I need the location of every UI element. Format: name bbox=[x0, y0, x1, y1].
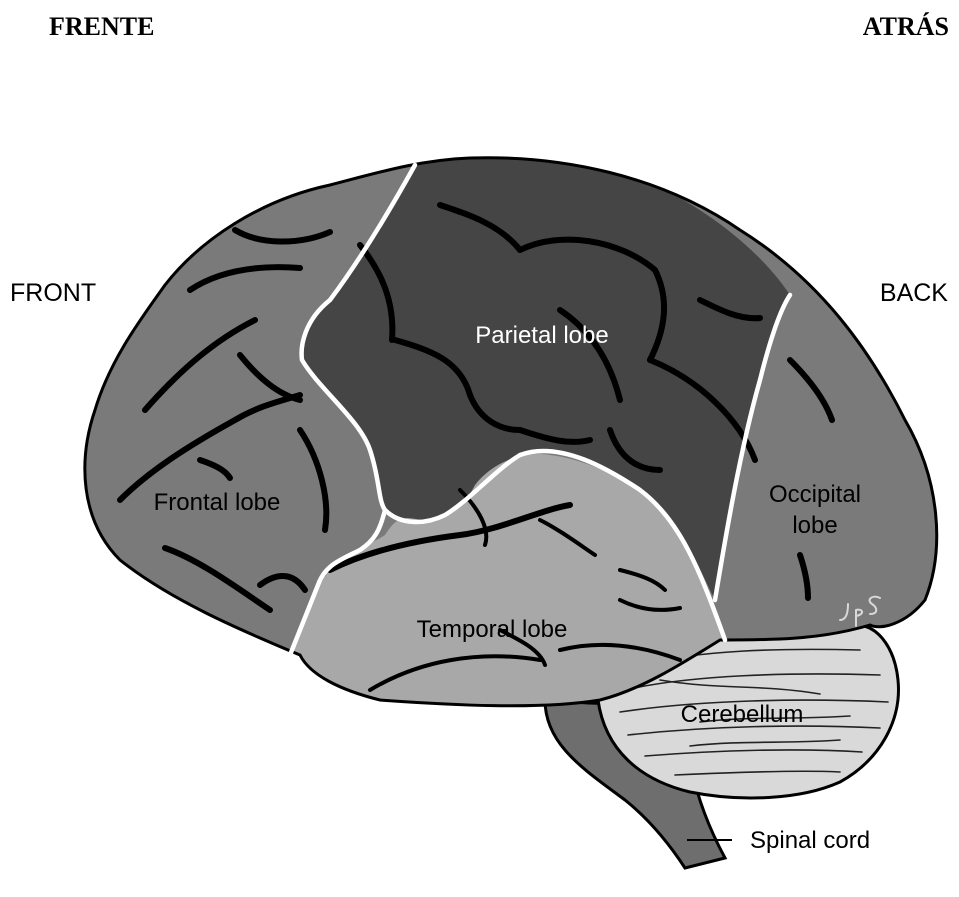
temporal-lobe-label: Temporal lobe bbox=[417, 616, 568, 643]
frontal-lobe-label: Frontal lobe bbox=[154, 489, 281, 516]
front-side-label: FRONT bbox=[10, 279, 96, 307]
spinal-cord-label: Spinal cord bbox=[750, 827, 870, 854]
occipital-lobe-label-line1: Occipital bbox=[769, 481, 861, 508]
occipital-lobe-label-line2: lobe bbox=[792, 512, 837, 539]
parietal-lobe-label: Parietal lobe bbox=[475, 322, 608, 349]
back-side-label: BACK bbox=[880, 279, 948, 307]
cerebellum-label: Cerebellum bbox=[681, 701, 804, 728]
